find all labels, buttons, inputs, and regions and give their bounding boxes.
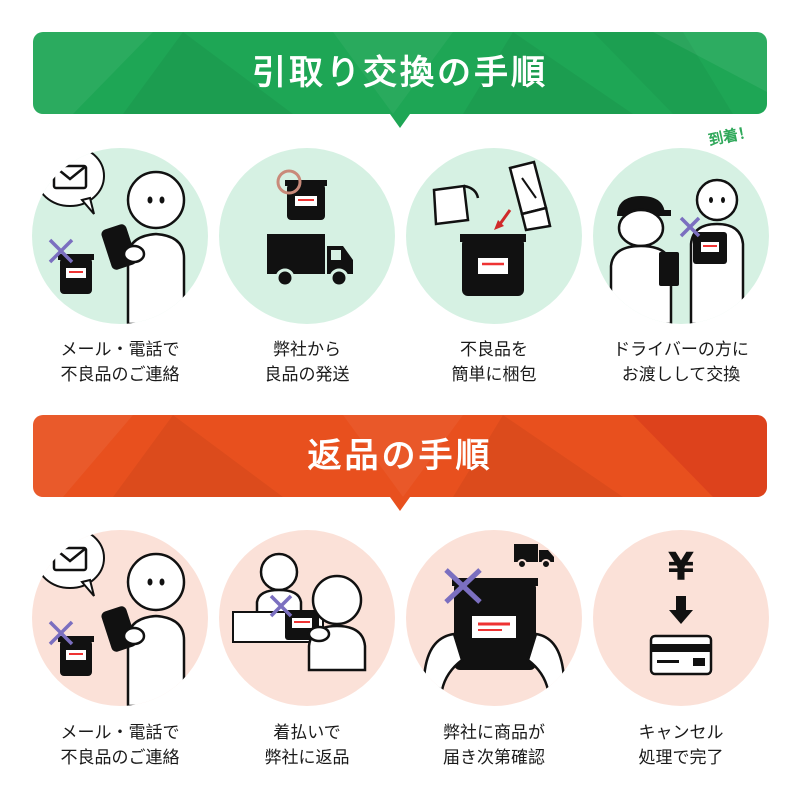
mail-icon [52,546,88,572]
exchange-title: 引取り交換の手順 [252,53,548,93]
exchange-step-2-illustration [219,148,395,324]
return-step-4-illustration: ¥ [593,530,769,706]
exchange-step-1-label: メール・電話で 不良品のご連絡 [25,338,215,388]
label-line: 良品の発送 [264,365,350,385]
smartphone-icon [101,224,146,270]
return-step-4-label: キャンセル 処理で完了 [586,721,776,771]
down-arrow-icon [494,209,512,230]
label-line: 不良品を [460,340,528,360]
return-step-2-illustration [219,530,395,706]
exchange-step-3-label: 不良品を 簡単に梱包 [399,338,589,388]
label-line: メール・電話で [60,723,180,743]
packing-bag-icon [460,234,526,296]
banner-pattern [33,32,767,114]
delivery-truck-icon [514,544,554,569]
label-line: 簡単に梱包 [451,365,537,385]
return-banner-pointer [390,497,410,511]
defective-bag-icon [48,620,94,676]
return-step-1-illustration [32,530,208,706]
smartphone-icon [101,606,146,652]
label-line: 不良品のご連絡 [60,748,180,768]
label-line: 不良品のご連絡 [60,365,180,385]
defective-bag-icon [48,238,94,294]
label-line: キャンセル [638,723,724,743]
down-arrow-icon [669,596,693,624]
arrival-badge: 到着！ [706,122,755,150]
label-line: 弊社に商品が [443,723,545,743]
return-step-3-illustration [406,530,582,706]
exchange-step-3-illustration [406,148,582,324]
folded-package-icon [508,160,552,232]
banner-pattern [33,415,767,497]
label-line: 処理で完了 [638,748,724,768]
return-step-3-label: 弊社に商品が 届き次第確認 [399,721,589,771]
exchange-step-4-illustration [593,148,769,324]
exchange-banner-pointer [390,114,410,128]
label-line: ドライバーの方に [613,340,749,360]
exchange-step-1-illustration [32,148,208,324]
delivery-truck-icon [267,234,353,288]
bag-icon [276,169,327,220]
yen-refund-card-icon [649,634,713,676]
return-step-1-label: メール・電話で 不良品のご連絡 [25,721,215,771]
counter-return-icon [269,594,319,640]
hands-holding-bag-icon [422,568,566,692]
label-line: 弊社に返品 [264,748,350,768]
label-line: メール・電話で [60,340,180,360]
exchange-step-2-label: 弊社から 良品の発送 [212,338,402,388]
driver-icon [609,196,679,324]
mail-icon [52,164,88,190]
return-step-2-label: 着払いで 弊社に返品 [212,721,402,771]
paper-bag-icon [432,184,480,226]
exchange-banner: 引取り交換の手順 [33,32,767,114]
return-banner: 返品の手順 [33,415,767,497]
label-line: お渡しして交換 [621,365,741,385]
label-line: 弊社から [273,340,341,360]
customer-icon [307,574,367,672]
yen-icon: ¥ [668,545,694,589]
recipient-icon [679,178,745,324]
return-title: 返品の手順 [307,436,493,476]
label-line: 届き次第確認 [443,748,545,768]
exchange-step-4-label: ドライバーの方に お渡しして交換 [586,338,776,388]
label-line: 着払いで [273,723,341,743]
